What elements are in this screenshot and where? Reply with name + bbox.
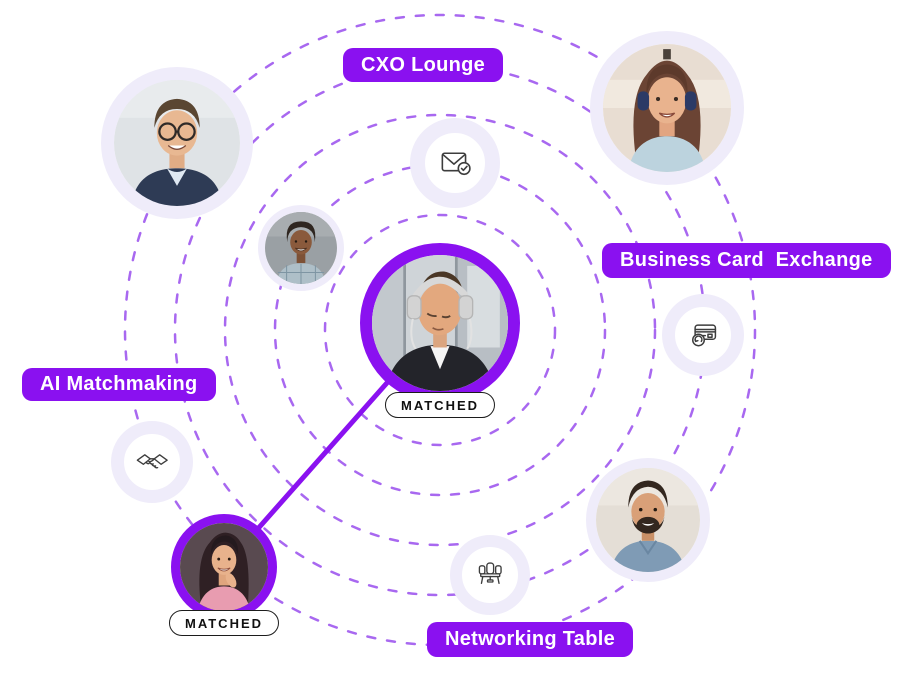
avatar-man-headphones-center <box>360 243 520 403</box>
chip-ai-matchmaking: AI Matchmaking <box>22 368 216 401</box>
networking-table-icon <box>450 535 530 615</box>
card-exchange-icon <box>662 294 744 376</box>
avatar-woman-pink <box>171 514 277 620</box>
mail-check-icon <box>410 118 500 208</box>
chip-business-card-exchange: Business Card Exchange <box>602 243 891 278</box>
avatar-woman-headphones <box>590 31 744 185</box>
avatar-man-curly <box>258 205 344 291</box>
avatar-man-beard <box>586 458 710 582</box>
handshake-icon <box>111 421 193 503</box>
matched-badge-bottom-left: MATCHED <box>168 610 280 636</box>
chip-networking-table: Networking Table <box>427 622 634 657</box>
avatar-man-glasses <box>101 67 253 219</box>
matched-badge-center: MATCHED <box>384 392 496 418</box>
chip-cxo-lounge: CXO Lounge <box>343 48 504 82</box>
